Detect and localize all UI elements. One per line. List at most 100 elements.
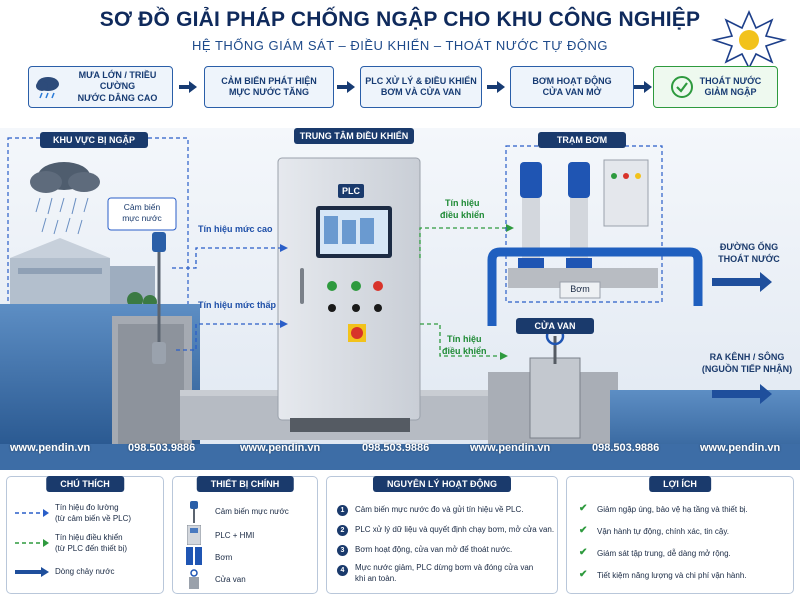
scene-illustration: KHU VỰC BỊ NGẬP TRUNG TÂM ĐIỀU KHIỂN TRẠ…	[0, 128, 800, 470]
flow-step-3-line2: BƠM VÀ CỬA VAN	[380, 87, 462, 97]
sensor-device-icon	[190, 501, 198, 523]
watermark: 098.503.9886	[362, 442, 430, 454]
control-signal-gate-line2: điều khiển	[442, 345, 487, 356]
legend-panel: CHÚ THÍCH Tín hiệu đo lường(từ cảm biến …	[6, 476, 164, 594]
check-icon: ✔	[579, 547, 588, 558]
principle-step: PLC xử lý dữ liệu và quyết định chạy bơm…	[355, 525, 555, 534]
plc-cabinet	[277, 157, 421, 432]
device-item: Cảm biến mực nước	[215, 507, 289, 516]
river-label-line1: RA KÊNH / SÔNG	[709, 352, 785, 362]
principle-step: Bơm hoạt động, cửa van mở để thoát nước.	[355, 545, 513, 554]
control-signal-pump-line1: Tín hiệu	[445, 198, 480, 208]
flow-step-5-line2: GIẢM NGẬP	[704, 87, 757, 97]
legend-item-control-line2: (từ PLC đến thiết bị)	[55, 543, 128, 553]
watermark: www.pendin.vn	[240, 442, 321, 454]
watermark: www.pendin.vn	[10, 442, 91, 454]
flow-arrow-icon	[179, 81, 197, 93]
flow-arrow-icon	[487, 81, 505, 93]
principle-panel: NGUYÊN LÝ HOẠT ĐỘNG 1 Cảm biến mực nước …	[326, 476, 558, 594]
step-number: 4	[337, 565, 348, 576]
principle-step: Mực nước giảm, PLC dừng bơm và đóng cửa …	[355, 563, 533, 585]
pump-icon	[518, 162, 592, 268]
watermark: 098.503.9886	[128, 442, 196, 454]
river-label-line2: (NGUỒN TIẾP NHẬN)	[701, 363, 793, 374]
sensor-callout-line2: mực nước	[122, 213, 162, 224]
flow-arrow-icon	[634, 81, 652, 93]
sensor-callout: Cảm biến mực nước	[108, 202, 176, 224]
device-item: Cửa van	[215, 575, 246, 584]
watermark: 098.503.9886	[592, 442, 660, 454]
flow-step-1-line2: NƯỚC DÂNG CAO	[77, 92, 158, 103]
benefit-item: Tiết kiệm năng lượng và chi phí vận hành…	[597, 571, 747, 580]
benefits-panel: LỢI ÍCH ✔ Giảm ngập úng, bảo vệ hạ tầng …	[566, 476, 794, 594]
control-center-label: TRUNG TÂM ĐIỀU KHIỂN	[294, 128, 414, 144]
signal-low-label: Tín hiệu mức thấp	[198, 300, 277, 310]
flood-area-label: KHU VỰC BỊ NGẬP	[40, 132, 148, 148]
gate-label: CỬA VAN	[516, 318, 594, 334]
control-signal-pump-line2: điều khiển	[440, 209, 485, 220]
principle-step-4-line1: Mực nước giảm, PLC dừng bơm và đóng cửa …	[355, 563, 534, 572]
plc-badge: PLC	[342, 186, 360, 196]
devices-panel: THIẾT BỊ CHÍNH Cảm biến mực nước PLC + H…	[172, 476, 318, 594]
legend-item-measure: Tín hiệu đo lường(từ cảm biến về PLC)	[55, 503, 131, 525]
level-sensor-icon	[152, 232, 166, 364]
control-signal-pump-label: Tín hiệu điều khiển	[440, 198, 485, 221]
principle-step: Cảm biến mực nước đo và gửi tín hiệu về …	[355, 505, 524, 514]
scene-graphics	[0, 128, 800, 470]
device-item: PLC + HMI	[215, 531, 255, 540]
check-icon: ✔	[579, 503, 588, 514]
factory-buildings	[10, 238, 157, 309]
page-subtitle: HỆ THỐNG GIÁM SÁT – ĐIỀU KHIỂN – THOÁT N…	[192, 38, 608, 53]
pipe-label: ĐƯỜNG ỐNG THOÁT NƯỚC	[700, 242, 798, 265]
river-label: RA KÊNH / SÔNG (NGUỒN TIẾP NHẬN)	[696, 352, 798, 375]
flow-step-2-line1: CẢM BIẾN PHÁT HIỆN	[221, 75, 317, 86]
water-flow-arrow-icon	[15, 567, 49, 577]
watermark: www.pendin.vn	[470, 442, 551, 454]
benefits-title: LỢI ÍCH	[649, 476, 711, 492]
control-signal-gate-line1: Tín hiệu	[447, 334, 482, 344]
legend-item-flow: Dòng chảy nước	[55, 567, 115, 576]
legend-title: CHÚ THÍCH	[46, 476, 124, 492]
river-outflow-arrow-icon	[712, 384, 772, 404]
storm-cloud-icon	[30, 162, 100, 235]
pump-station-label: TRẠM BƠM	[538, 132, 626, 148]
step-number: 2	[337, 525, 348, 536]
gate-device-icon	[189, 569, 199, 589]
pump-label: Bơm	[570, 284, 590, 294]
check-icon: ✔	[579, 569, 588, 580]
flow-step-3-line1: PLC XỬ LÝ & ĐIỀU KHIỂN	[365, 75, 477, 86]
flow-arrow-icon	[337, 81, 355, 93]
legend-item-measure-line2: (từ cảm biến về PLC)	[55, 513, 132, 523]
sun-logo-icon	[711, 10, 787, 70]
principle-title: NGUYÊN LÝ HOẠT ĐỘNG	[372, 476, 512, 492]
flow-step-5-line1: THOÁT NƯỚC	[699, 75, 762, 86]
check-icon: ✔	[579, 525, 588, 536]
flow-step-4-line2: CỬA VAN MỞ	[542, 87, 602, 97]
devices-title: THIẾT BỊ CHÍNH	[196, 476, 294, 492]
legend-item-control-line1: Tín hiệu điều khiển	[55, 533, 123, 542]
legend-item-control: Tín hiệu điều khiển(từ PLC đến thiết bị)	[55, 533, 127, 555]
rain-cloud-icon	[36, 77, 59, 99]
step-number: 1	[337, 505, 348, 516]
page-title: SƠ ĐỒ GIẢI PHÁP CHỐNG NGẬP CHO KHU CÔNG …	[99, 8, 701, 31]
flow-step-1-line1: MƯA LỚN / TRIỀU CƯỜNG	[78, 70, 157, 92]
principle-step-4-line2: khi an toàn.	[355, 573, 397, 583]
watermark: www.pendin.vn	[700, 442, 781, 454]
flow-step-2-line2: MỰC NƯỚC TĂNG	[228, 87, 310, 97]
sensor-callout-line1: Cảm biến	[123, 202, 161, 212]
plc-device-icon	[187, 525, 201, 545]
pump-device-icon	[186, 547, 202, 565]
measure-signal-line-icon	[15, 509, 49, 517]
control-signal-gate-label: Tín hiệu điều khiển	[442, 334, 487, 357]
pipe-outflow-arrow-icon	[712, 272, 772, 292]
control-signal-line-icon	[15, 539, 49, 547]
signal-high-label: Tín hiệu mức cao	[198, 224, 273, 234]
step-number: 3	[337, 545, 348, 556]
flow-step-4-line1: BƠM HOẠT ĐỘNG	[532, 75, 612, 86]
pipe-label-line1: ĐƯỜNG ỐNG	[719, 242, 779, 252]
